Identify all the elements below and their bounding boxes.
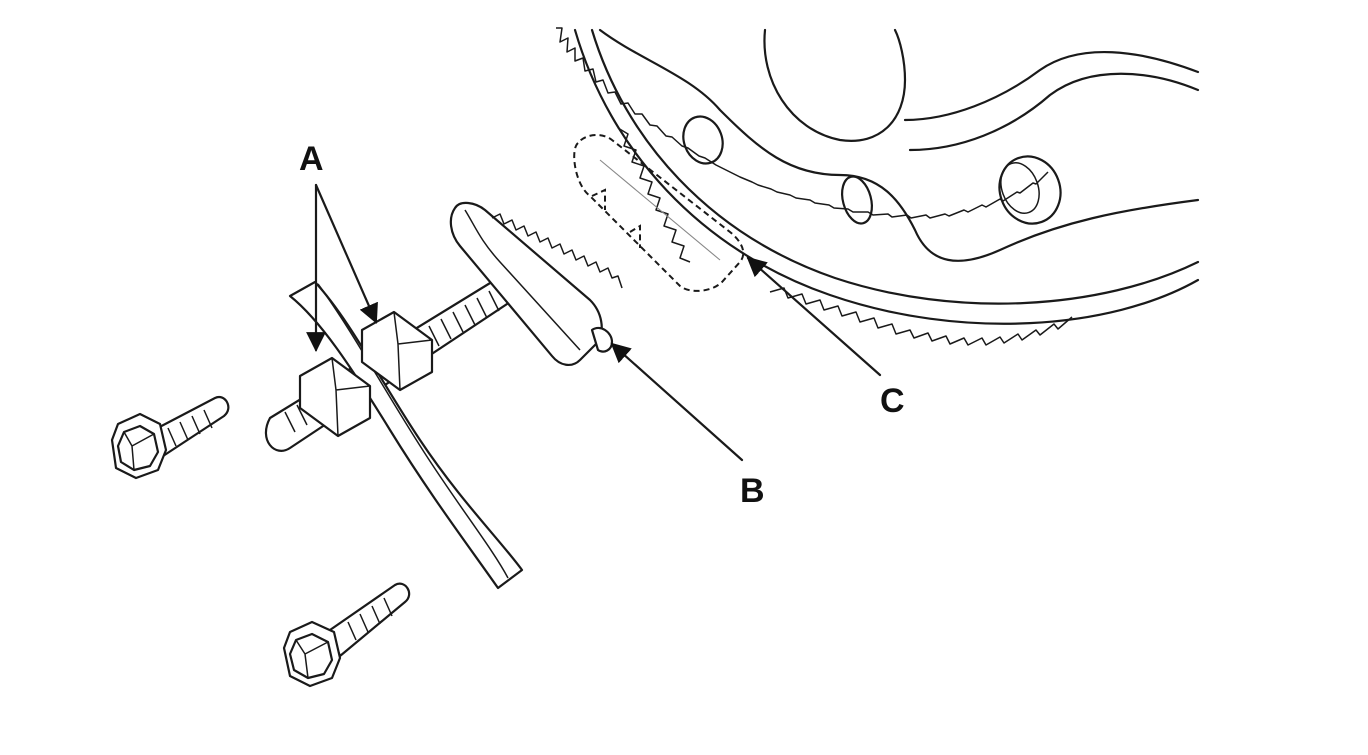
flywheel-hole-2 [841,175,873,225]
flywheel-web-right-inner [908,72,1200,152]
stopper-head [449,201,623,366]
callout-a-arrows [306,183,378,352]
nut-lower [298,356,372,438]
bolt-upper [110,395,230,480]
callout-c-arrow [746,256,882,377]
stopper-tool [264,201,623,590]
flywheel-web [598,28,1200,262]
flywheel-hole-1 [682,115,724,165]
label-c: C [880,382,905,420]
flywheel-web-right [903,51,1200,122]
flywheel-rim-inner [590,28,1200,305]
flywheel-web-upper [763,28,907,142]
flywheel-hole-3 [998,155,1062,225]
flywheel-rim-outer [573,28,1200,325]
label-b: B [740,472,765,510]
bolt-lower [282,582,411,688]
label-a: A [299,140,324,178]
ring-gear-teeth [556,27,1049,219]
flywheel-hole-3-inner [1000,162,1040,214]
nut-upper [360,310,434,392]
ring-gear-teeth-lower [769,287,1073,346]
flywheel [556,27,1200,346]
stopper-engaged-dashed [573,127,745,292]
stopper-head-teeth [491,213,623,289]
stopper-dashed-teeth [617,127,691,263]
callout-b-arrow [610,342,744,462]
